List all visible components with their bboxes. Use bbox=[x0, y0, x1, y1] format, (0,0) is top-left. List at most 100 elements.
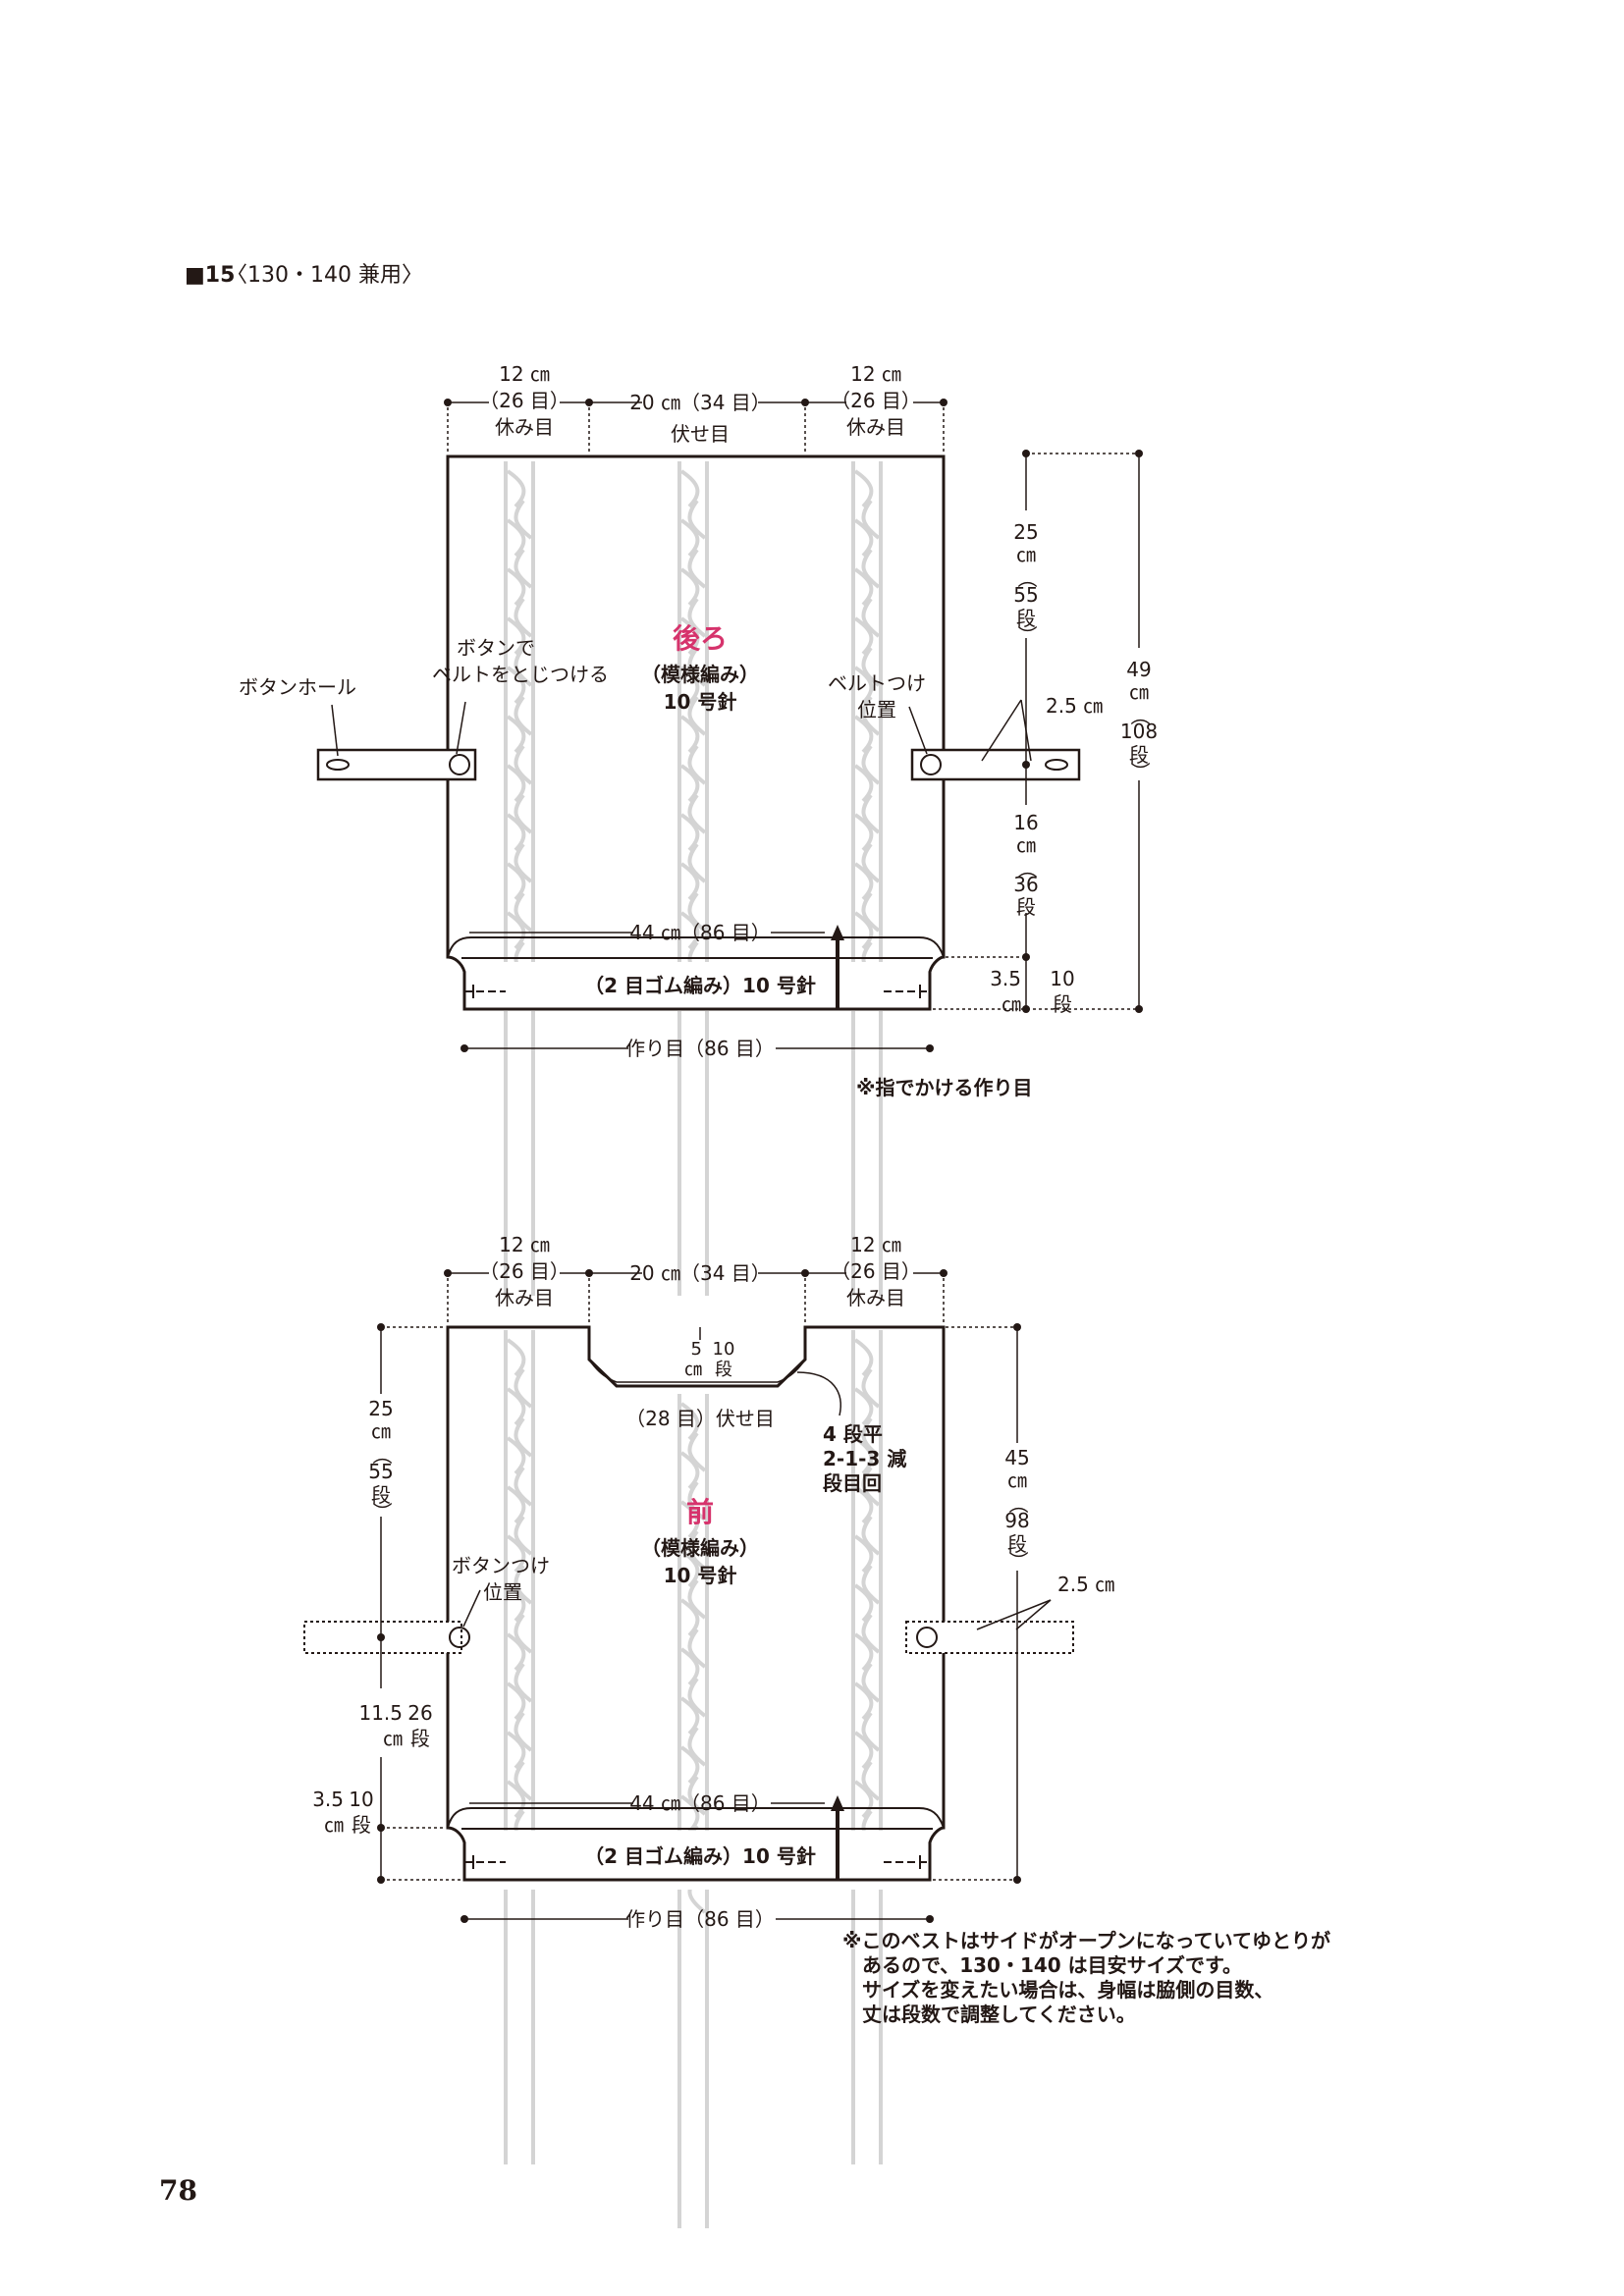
front-neck-bind-label: （28 目）伏せ目 bbox=[625, 1407, 775, 1430]
section-header: ■15 〈130・140 兼用〉 bbox=[185, 263, 423, 288]
back-top-left-note: 休み目 bbox=[495, 415, 554, 439]
front-diagram: 12 ㎝ （26 目） 休み目 20 ㎝（34 目） 12 ㎝ （26 目） 休… bbox=[303, 1233, 1114, 2230]
svg-text:段: 段 bbox=[1129, 743, 1149, 767]
back-diagram: 12 ㎝ （26 目） 休み目 20 ㎝（34 目） 伏せ目 12 ㎝ （26 … bbox=[239, 362, 1158, 1298]
front-decrease-1: 4 段平 bbox=[823, 1422, 883, 1446]
back-gap-label: 2.5 ㎝ bbox=[1046, 694, 1103, 718]
svg-text:11.5: 11.5 bbox=[358, 1701, 403, 1725]
back-top-right-note: 休み目 bbox=[846, 415, 905, 439]
svg-text:）: ） bbox=[370, 1502, 394, 1522]
svg-text:108: 108 bbox=[1120, 720, 1158, 743]
svg-text:25: 25 bbox=[368, 1397, 393, 1420]
svg-text:㎝: ㎝ bbox=[371, 1419, 391, 1443]
svg-text:㎝: ㎝ bbox=[1016, 543, 1036, 566]
back-buttonhole-label: ボタンホール bbox=[239, 675, 356, 699]
svg-text:）: ） bbox=[1128, 762, 1152, 781]
front-button-pos-label-1: ボタンつけ bbox=[452, 1554, 550, 1577]
svg-text:10: 10 bbox=[713, 1339, 735, 1360]
svg-text:45: 45 bbox=[1004, 1446, 1029, 1469]
svg-text:㎝: ㎝ bbox=[383, 1727, 403, 1750]
back-total-height: 49 ㎝ （ 108 段 ） bbox=[1120, 658, 1158, 781]
front-decrease-3: 段目回 bbox=[823, 1471, 882, 1495]
svg-text:段: 段 bbox=[410, 1727, 430, 1750]
front-top-left-cm: 12 ㎝ bbox=[499, 1233, 550, 1256]
svg-text:49: 49 bbox=[1126, 658, 1151, 681]
svg-text:55: 55 bbox=[1013, 583, 1038, 607]
front-neck-depth: 5 ㎝ 10 段 bbox=[684, 1339, 734, 1380]
size-note-line: あるので、130・140 は目安サイズです。 bbox=[842, 1953, 1243, 1977]
svg-text:㎝: ㎝ bbox=[1001, 992, 1021, 1016]
front-left-belt bbox=[303, 1621, 470, 1654]
svg-text:㎝: ㎝ bbox=[324, 1813, 344, 1837]
pattern-sizes: 〈130・140 兼用〉 bbox=[226, 263, 423, 288]
svg-text:（: （ bbox=[1015, 568, 1039, 588]
svg-text:）: ） bbox=[1015, 625, 1039, 645]
front-top-mid-label: 20 ㎝（34 目） bbox=[629, 1261, 771, 1285]
front-cast-on-label: 作り目（86 目） bbox=[625, 1907, 775, 1931]
back-belt-pos-label-2: 位置 bbox=[857, 698, 896, 721]
back-left-belt bbox=[316, 748, 477, 781]
back-needle: 10 号針 bbox=[664, 690, 737, 714]
svg-text:36: 36 bbox=[1013, 873, 1038, 896]
front-lower-height: 11.5 ㎝ 26 段 bbox=[358, 1701, 432, 1750]
front-gap-label: 2.5 ㎝ bbox=[1057, 1573, 1114, 1596]
svg-text:（: （ bbox=[370, 1445, 394, 1465]
back-rib-label: （2 目ゴム編み）10 号針 bbox=[584, 974, 816, 997]
back-lower-height: 16 ㎝ （ 36 段 bbox=[1013, 811, 1039, 919]
back-belt-pos-label-1: ベルトつけ bbox=[828, 671, 926, 695]
front-body-outline bbox=[446, 1325, 946, 1882]
page-number: 78 bbox=[159, 2174, 197, 2207]
back-top-left-sts: （26 目） bbox=[479, 389, 569, 412]
front-decrease-2: 2-1-3 減 bbox=[823, 1447, 906, 1470]
size-note-line: ※このベストはサイドがオープンになっていてゆとりが bbox=[842, 1929, 1331, 1952]
back-top-mid-label: 20 ㎝（34 目） bbox=[629, 391, 771, 414]
front-top-right-cm: 12 ㎝ bbox=[850, 1233, 901, 1256]
front-rib-height: 3.5 ㎝ 10 段 bbox=[312, 1788, 374, 1837]
back-stitch: （模様編み） bbox=[641, 663, 759, 686]
pattern-number: ■15 bbox=[185, 263, 235, 288]
svg-text:26: 26 bbox=[407, 1701, 432, 1725]
back-width-label: 44 ㎝（86 目） bbox=[629, 921, 771, 944]
svg-text:㎝: ㎝ bbox=[1129, 680, 1149, 704]
size-note-line: サイズを変えたい場合は、身幅は脇側の目数、 bbox=[842, 1978, 1274, 2002]
svg-text:㎝: ㎝ bbox=[1007, 1468, 1027, 1492]
back-top-right-sts: （26 目） bbox=[831, 389, 921, 412]
size-note: ※このベストはサイドがオープンになっていてゆとりが あるので、130・140 は… bbox=[842, 1929, 1392, 2027]
back-upper-height: 25 ㎝ （ 55 段 ） bbox=[1013, 520, 1039, 645]
back-sew-button-label-1: ボタンで bbox=[457, 636, 535, 660]
svg-text:段: 段 bbox=[352, 1813, 371, 1837]
front-top-left-note: 休み目 bbox=[495, 1286, 554, 1309]
svg-text:3.5: 3.5 bbox=[990, 967, 1021, 990]
front-top-left-sts: （26 目） bbox=[479, 1259, 569, 1283]
front-button-pos-label-2: 位置 bbox=[483, 1580, 522, 1604]
front-upper-height: 25 ㎝ （ 55 段 ） bbox=[368, 1397, 394, 1522]
back-cast-on-label: 作り目（86 目） bbox=[625, 1037, 775, 1060]
front-stitch: （模様編み） bbox=[641, 1536, 759, 1560]
back-cast-on-note: ※指でかける作り目 bbox=[856, 1076, 1032, 1099]
svg-text:10: 10 bbox=[349, 1788, 373, 1811]
svg-text:段: 段 bbox=[1016, 895, 1036, 919]
back-cable-pattern bbox=[504, 459, 883, 1298]
back-right-belt bbox=[910, 748, 1081, 781]
svg-text:段: 段 bbox=[715, 1360, 732, 1380]
front-rib-label: （2 目ゴム編み）10 号針 bbox=[584, 1844, 816, 1868]
back-sew-button-label-2: ベルトをとじつける bbox=[432, 663, 609, 686]
svg-text:段: 段 bbox=[1016, 607, 1036, 630]
svg-text:5: 5 bbox=[691, 1339, 702, 1360]
svg-text:段: 段 bbox=[1053, 992, 1072, 1016]
front-title: 前 bbox=[686, 1496, 714, 1528]
back-top-mid-note: 伏せ目 bbox=[671, 422, 730, 446]
front-top-right-sts: （26 目） bbox=[831, 1259, 921, 1283]
svg-text:25: 25 bbox=[1013, 520, 1038, 544]
front-right-belt bbox=[905, 1621, 1074, 1654]
back-top-left-cm: 12 ㎝ bbox=[499, 362, 550, 386]
svg-text:（: （ bbox=[1015, 859, 1039, 879]
front-needle: 10 号針 bbox=[664, 1564, 737, 1587]
back-rib-top bbox=[447, 936, 945, 958]
front-top-right-note: 休み目 bbox=[846, 1286, 905, 1309]
svg-text:（: （ bbox=[1006, 1494, 1030, 1514]
back-body-outline bbox=[446, 454, 946, 1011]
svg-text:段: 段 bbox=[1007, 1532, 1027, 1556]
svg-text:55: 55 bbox=[368, 1460, 393, 1483]
svg-text:段: 段 bbox=[371, 1483, 391, 1507]
